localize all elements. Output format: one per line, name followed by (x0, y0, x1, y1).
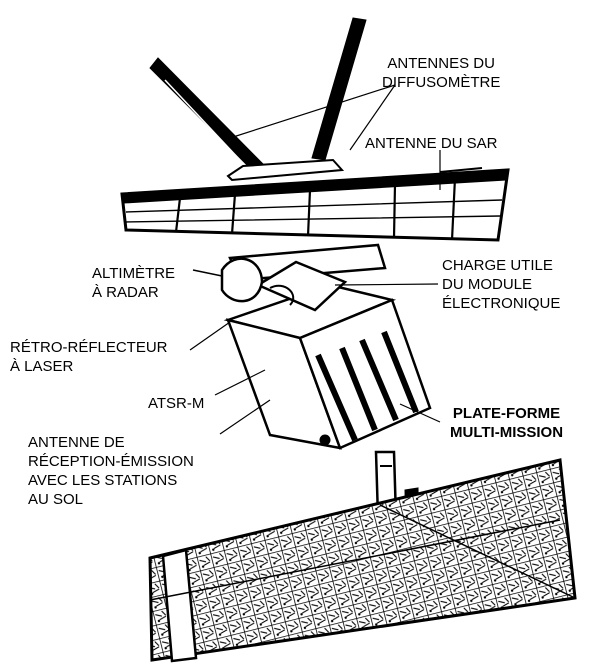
label-line: RÉCEPTION-ÉMISSION (28, 453, 194, 470)
label-line: ALTIMÈTRE (92, 265, 176, 282)
label-line: DU MODULE (442, 276, 533, 293)
label-ground-antenna: ANTENNE DE RÉCEPTION-ÉMISSION AVEC LES S… (28, 433, 194, 509)
label-sar-antenna: ANTENNE DU SAR (365, 135, 498, 152)
solar-array (148, 458, 577, 663)
sar-antenna-panel (120, 150, 510, 242)
label-line: ÉLECTRONIQUE (442, 295, 561, 312)
label-line: PLATE-FORME (452, 405, 561, 422)
payload-module (223, 243, 432, 450)
label-platform: PLATE-FORME MULTI-MISSION (450, 404, 563, 442)
label-line: ANTENNES DU (387, 55, 495, 72)
pointer-lines (189, 283, 441, 435)
label-scatterometer-antennas: ANTENNES DU DIFFUSOMÈTRE (382, 54, 500, 92)
label-atsr: ATSR-M (148, 395, 205, 412)
label-line: RÉTRO-RÉFLECTEUR (10, 339, 168, 356)
label-line: AU SOL (28, 491, 84, 508)
label-payload-electronics: CHARGE UTILE DU MODULE ÉLECTRONIQUE (442, 256, 560, 313)
label-radar-altimeter: ALTIMÈTRE À RADAR (92, 264, 175, 302)
label-line: AVEC LES STATIONS (28, 472, 178, 489)
label-line: DIFFUSOMÈTRE (382, 74, 501, 91)
label-line: À RADAR (92, 284, 159, 301)
label-line: MULTI-MISSION (450, 424, 564, 441)
label-line: À LASER (10, 358, 74, 375)
label-laser-retroreflector: RÉTRO-RÉFLECTEUR À LASER (10, 338, 168, 376)
label-line: CHARGE UTILE (442, 257, 553, 274)
label-line: ANTENNE DE (28, 434, 125, 451)
scatterometer-antennas (149, 17, 396, 182)
radar-altimeter-dish (192, 257, 264, 303)
